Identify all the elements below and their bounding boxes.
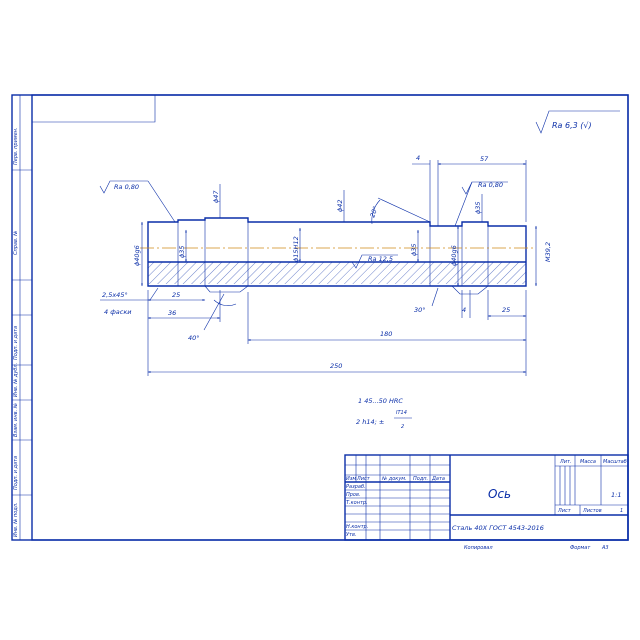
dim-25-left: 25 [172,291,180,299]
roughness-marks: Ra 0,80 Ra 0,80 Ra 12,5 [99,180,508,269]
dim-250: 250 [330,362,342,370]
note-fraction-num: IT14 [396,410,407,416]
chamfer-note: 2,5x45° 4 фаски [100,287,159,316]
note-fraction-den: 2 [401,424,404,430]
material: Сталь 40Х ГОСТ 4543-2016 [452,524,544,532]
tb-row-3: Т.контр. [346,500,368,506]
general-roughness: Ra 6,3 (√) [535,110,620,134]
copied-label: Копировал [464,545,493,551]
shaft [140,217,534,295]
left-roughness-text: Ra 0,80 [114,183,139,191]
tb-lit: Лит. [559,459,572,465]
sheet-frame [11,94,629,541]
strip-label-7: Инв. № подл. [13,503,19,538]
dim-angle-40: 40° [188,334,200,342]
dim-d40-right: ϕ40g6 [450,245,458,266]
section-hatch [148,262,526,284]
tb-head-date: Дата [431,476,445,482]
tb-row-6: Утв. [346,532,357,538]
tb-row-5: Н.контр. [346,524,368,530]
dim-180: 180 [380,330,392,338]
dim-d40-left: ϕ40g6 [133,245,141,266]
dim-d35-right: ϕ35 [474,201,482,214]
strip-label-2: Справ. № [13,231,19,255]
dim-36: 36 [168,309,176,317]
tb-row-2: Пров. [346,492,361,498]
dim-4-top: 4 [416,154,420,162]
dim-angle-20: 20° [368,205,379,219]
tb-row-1: Разраб. [346,484,366,490]
strip-label-1: Перв. примен. [13,127,19,165]
tb-head-sign: Подп. [413,476,428,482]
format-label: Формат [570,545,591,551]
dim-d35-mid: ϕ35 [410,243,418,256]
dim-d15: ϕ15Н12 [292,236,300,262]
chamfer-note-text: 4 фаски [104,308,131,316]
tb-scale: Масштаб [603,459,627,465]
dim-thread: М39,2 [544,242,552,262]
strip-label-5: Взам. инв. № [13,403,19,437]
dim-57: 57 [480,155,489,163]
tb-mass: Масса [580,459,596,465]
technical-notes: 1 45...50 HRC 2 h14; ± IT14 2 [356,397,412,430]
dim-d35-left: ϕ35 [178,245,186,258]
tb-sheet: Лист [557,508,572,514]
title-block: Изм Лист № докум. Подп. Дата Разраб. Про… [344,454,629,541]
tb-scale-value: 1:1 [611,491,621,499]
dim-d42: ϕ42 [336,199,344,212]
dim-4-bottom: 4 [462,306,466,314]
tb-head-doc: № докум. [381,476,407,482]
tb-head-izm: Изм [346,476,356,482]
format-value: А3 [601,545,609,551]
bore-roughness-text: Ra 12,5 [368,255,393,263]
strip-label-4: Инв. № дубл. [13,363,19,397]
dim-25-right: 25 [502,306,510,314]
tb-sheets-value: 1 [620,508,623,514]
chamfer-text: 2,5x45° [102,291,128,299]
tb-head-list: Лист [356,476,371,482]
footer-labels: Копировал Формат А3 [464,545,609,551]
angle-dims: 20° 40° 30° [188,197,439,342]
diameter-dims: ϕ40g6 ϕ35 ϕ47 ϕ15Н12 ϕ42 ϕ35 ϕ40g6 ϕ35 М… [133,184,552,287]
right-roughness-text: Ra 0,80 [478,181,503,189]
side-strip: Перв. примен. Справ. № Подп. и дата Инв.… [12,95,32,540]
tb-sheets: Листов [582,508,602,514]
part-name: Ось [488,487,511,501]
note-line-2: 2 h14; ± [356,418,384,426]
linear-dims: 25 36 180 250 57 4 4 25 [147,154,527,376]
strip-label-6: Подп. и дата [13,456,19,490]
note-line-1: 1 45...50 HRC [358,397,403,405]
general-roughness-text: Ra 6,3 (√) [552,121,592,130]
strip-label-3: Подп. и дата [13,326,19,360]
dim-d47: ϕ47 [212,190,220,203]
dim-angle-30: 30° [414,306,426,314]
